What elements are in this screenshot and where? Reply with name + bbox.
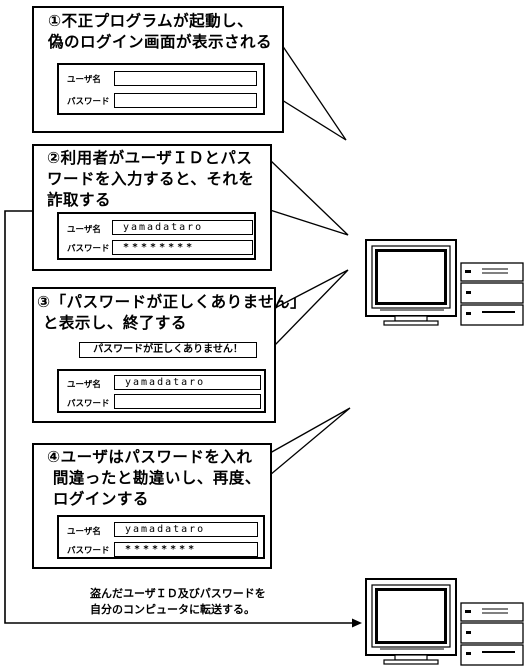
step-1-title: ①不正プログラムが起動し、 偽のログイン画面が表示される bbox=[48, 12, 273, 51]
fake-login-dialog: ユーザ名 yamadataro パスワード ******** bbox=[57, 515, 265, 559]
password-field[interactable]: ******** bbox=[114, 542, 258, 557]
password-field[interactable]: ******** bbox=[112, 240, 253, 255]
step-1-callout: ①不正プログラムが起動し、 偽のログイン画面が表示される ユーザ名 パスワード bbox=[32, 6, 284, 133]
transfer-arrowhead bbox=[352, 618, 362, 628]
username-label: ユーザ名 bbox=[67, 380, 101, 390]
fake-login-dialog: ユーザ名 yamadataro パスワード ******** bbox=[57, 212, 256, 260]
password-label: パスワード bbox=[67, 399, 110, 409]
username-label: ユーザ名 bbox=[67, 225, 101, 235]
password-label: パスワード bbox=[67, 546, 110, 556]
victim-computer-icon bbox=[365, 239, 524, 326]
step-3-callout: ③「パスワードが正しくありません」 と表示し、終了する パスワードが正しくありま… bbox=[32, 287, 306, 423]
username-field[interactable]: yamadataro bbox=[114, 375, 261, 390]
step-4-callout: ④ユーザはパスワードを入れ 間違ったと勘違いし、再度、 ログインする ユーザ名 … bbox=[32, 443, 272, 569]
callout-pointer-1 bbox=[281, 42, 347, 141]
password-field[interactable] bbox=[114, 394, 261, 409]
error-message-box: パスワードが正しくありません！ bbox=[79, 342, 257, 358]
username-field[interactable]: yamadataro bbox=[114, 522, 258, 537]
callout-pointer-2 bbox=[269, 158, 349, 236]
attacker-computer-icon bbox=[365, 578, 524, 666]
password-field[interactable] bbox=[114, 93, 257, 108]
username-label: ユーザ名 bbox=[67, 75, 101, 85]
callout-pointers bbox=[269, 42, 351, 477]
step-2-callout: ②利用者がユーザＩＤとパス ワードを入力すると、それを 詐取する ユーザ名 ya… bbox=[32, 144, 272, 271]
fake-login-dialog: ユーザ名 パスワード bbox=[57, 63, 265, 115]
step-2-title: ②利用者がユーザＩＤとパス ワードを入力すると、それを 詐取する bbox=[47, 149, 255, 209]
password-label: パスワード bbox=[67, 97, 110, 107]
step-4-title: ④ユーザはパスワードを入れ 間違ったと勘違いし、再度、 ログインする bbox=[47, 448, 261, 508]
transfer-line bbox=[4, 210, 354, 624]
step-3-title: ③「パスワードが正しくありません」 と表示し、終了する bbox=[37, 293, 307, 332]
username-field[interactable] bbox=[114, 71, 257, 86]
fake-login-dialog: ユーザ名 yamadataro パスワード bbox=[57, 369, 266, 413]
callout-pointer-4 bbox=[269, 407, 351, 477]
username-field[interactable]: yamadataro bbox=[112, 220, 253, 235]
password-label: パスワード bbox=[67, 244, 110, 254]
username-label: ユーザ名 bbox=[67, 527, 101, 537]
transfer-note: 盗んだユーザＩＤ及びパスワードを 自分のコンピュータに転送する。 bbox=[90, 587, 266, 616]
